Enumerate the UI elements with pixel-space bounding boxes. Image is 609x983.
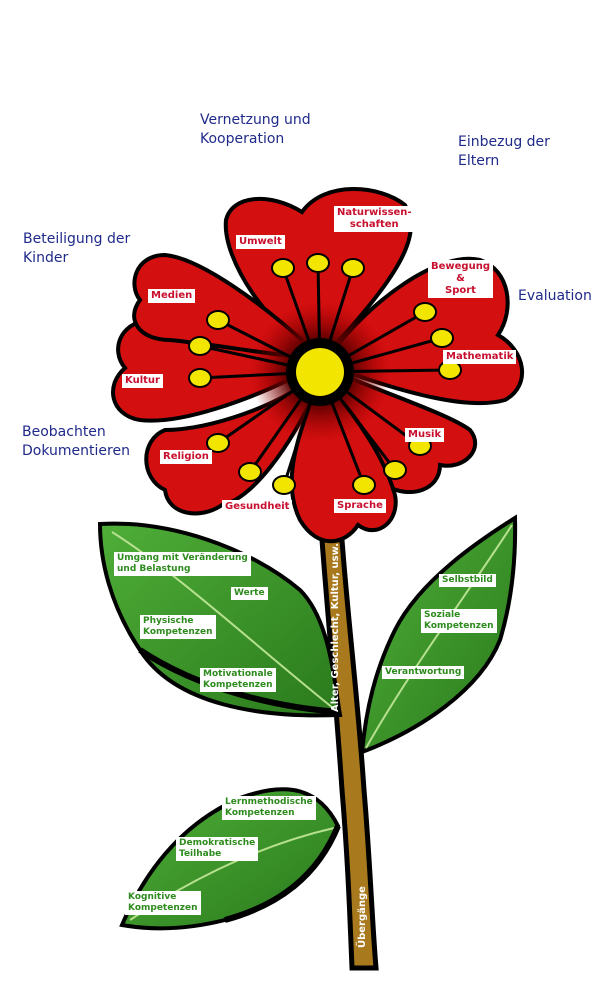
leaf-label-demokratische: Demokratische Teilhabe [176, 837, 259, 861]
leaf-label-verantwortung: Verantwortung [382, 666, 465, 679]
flower-center [296, 348, 344, 396]
leaf-label-umgang: Umgang mit Veränderung und Belastung [114, 552, 251, 576]
petal-label-mathematik: Mathematik [443, 350, 517, 364]
leaf-left-upper-vein [111, 531, 339, 713]
petal-label-kultur: Kultur [122, 374, 163, 388]
petal-label-medien: Medien [148, 289, 196, 303]
petal-label-bewegung: Bewegung & Sport [428, 260, 493, 298]
petal-label-musik: Musik [405, 428, 445, 442]
leaf-label-physische: Physische Kompetenzen [140, 615, 216, 639]
label-evaluation: Evaluation [518, 288, 592, 304]
label-kinder: Beteiligung der Kinder [23, 231, 131, 266]
petal-label-sprache: Sprache [334, 499, 386, 513]
petal-label-umwelt: Umwelt [236, 235, 285, 249]
stem-label-uebergaenge: Übergänge [357, 886, 368, 948]
label-eltern: Einbezug der Eltern [458, 134, 550, 169]
petal-label-religion: Religion [160, 450, 212, 464]
leaf-label-selbstbild: Selbstbild [439, 574, 496, 587]
leaf-label-werte: Werte [231, 587, 268, 600]
leaf-label-kognitive: Kognitive Kompetenzen [125, 891, 201, 915]
petal-label-gesundheit: Gesundheit [222, 500, 293, 514]
petal-label-naturwissenschaften: Naturwissen- schaften [334, 206, 415, 232]
label-beobachten: Beobachten Dokumentieren [22, 424, 130, 459]
leaf-label-lernmethodische: Lernmethodische Kompetenzen [222, 796, 316, 820]
stamen-tips [188, 253, 462, 495]
stem-label-alter: Alter, Geschlecht, Kultur, usw. [330, 542, 341, 712]
leaf-label-soziale: Soziale Kompetenzen [421, 609, 497, 633]
label-vernetzung: Vernetzung und Kooperation [200, 112, 311, 147]
leaf-label-motivationale: Motivationale Kompetenzen [200, 668, 276, 692]
